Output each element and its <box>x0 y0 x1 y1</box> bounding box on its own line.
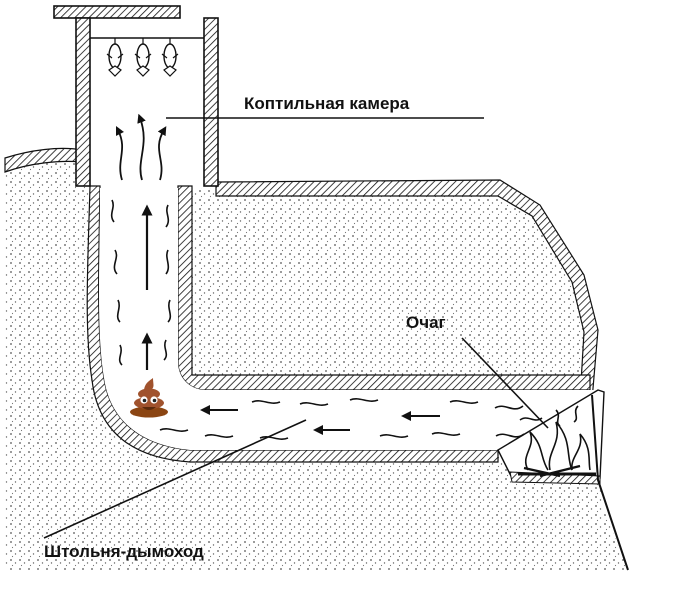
fish-icon <box>134 38 152 77</box>
soil-left <box>5 148 628 570</box>
fish-icon <box>161 38 179 77</box>
fish-icon <box>106 38 124 77</box>
chamber-roof <box>53 5 181 19</box>
chamber-smoke-arrows <box>115 113 167 181</box>
tunnel-smoke-wisps <box>159 398 543 440</box>
chamber-wall-right <box>203 17 219 187</box>
chimney-wall-left <box>86 185 499 463</box>
hearth-leader-line <box>461 337 549 429</box>
tunnel-leader-line <box>43 419 307 539</box>
fire-icon <box>518 405 596 478</box>
chamber-label: Коптильная камера <box>244 94 410 113</box>
soil-mound <box>185 188 592 395</box>
hearth-pit <box>497 389 605 479</box>
tunnel-label: Штольня-дымоход <box>44 542 204 561</box>
hearth-label: Очаг <box>406 313 446 332</box>
right-slope <box>591 394 629 571</box>
chamber-wall-left <box>75 17 91 187</box>
tunnel-left-arrows <box>200 405 440 435</box>
pile-of-poo-emoji <box>127 378 171 418</box>
shaft-smoke-wisps <box>110 199 172 366</box>
